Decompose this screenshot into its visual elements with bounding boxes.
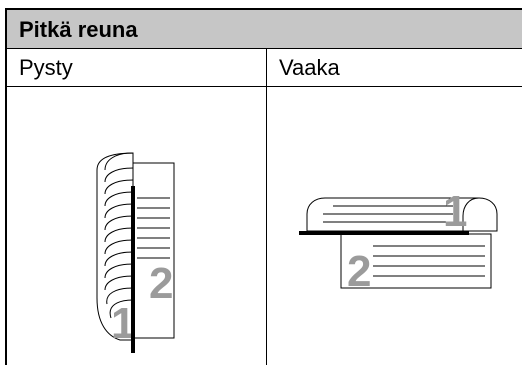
column-header-landscape: Vaaka bbox=[267, 48, 522, 87]
back-page: 2 bbox=[340, 233, 492, 296]
column-label-portrait: Pysty bbox=[19, 55, 73, 80]
table-title: Pitkä reuna bbox=[19, 17, 138, 42]
page-number-1: 1 bbox=[443, 187, 467, 236]
portrait-long-edge-illustration: 2 1 bbox=[96, 152, 175, 353]
table-header: Pitkä reuna bbox=[5, 8, 522, 48]
front-page-curled: 1 bbox=[96, 152, 135, 348]
front-page: 1 bbox=[306, 187, 498, 236]
landscape-long-edge-illustration: 1 2 bbox=[299, 187, 498, 296]
page-number-2: 2 bbox=[149, 259, 173, 308]
table-left-border bbox=[5, 86, 7, 365]
binding-table: Pitkä reuna Pysty Vaaka 2 bbox=[5, 8, 522, 365]
column-divider bbox=[266, 86, 267, 365]
column-header-portrait: Pysty bbox=[5, 48, 267, 87]
column-label-landscape: Vaaka bbox=[279, 55, 340, 80]
back-page: 2 bbox=[129, 162, 175, 339]
page-number-2: 2 bbox=[347, 247, 371, 296]
row-divider bbox=[5, 86, 522, 87]
